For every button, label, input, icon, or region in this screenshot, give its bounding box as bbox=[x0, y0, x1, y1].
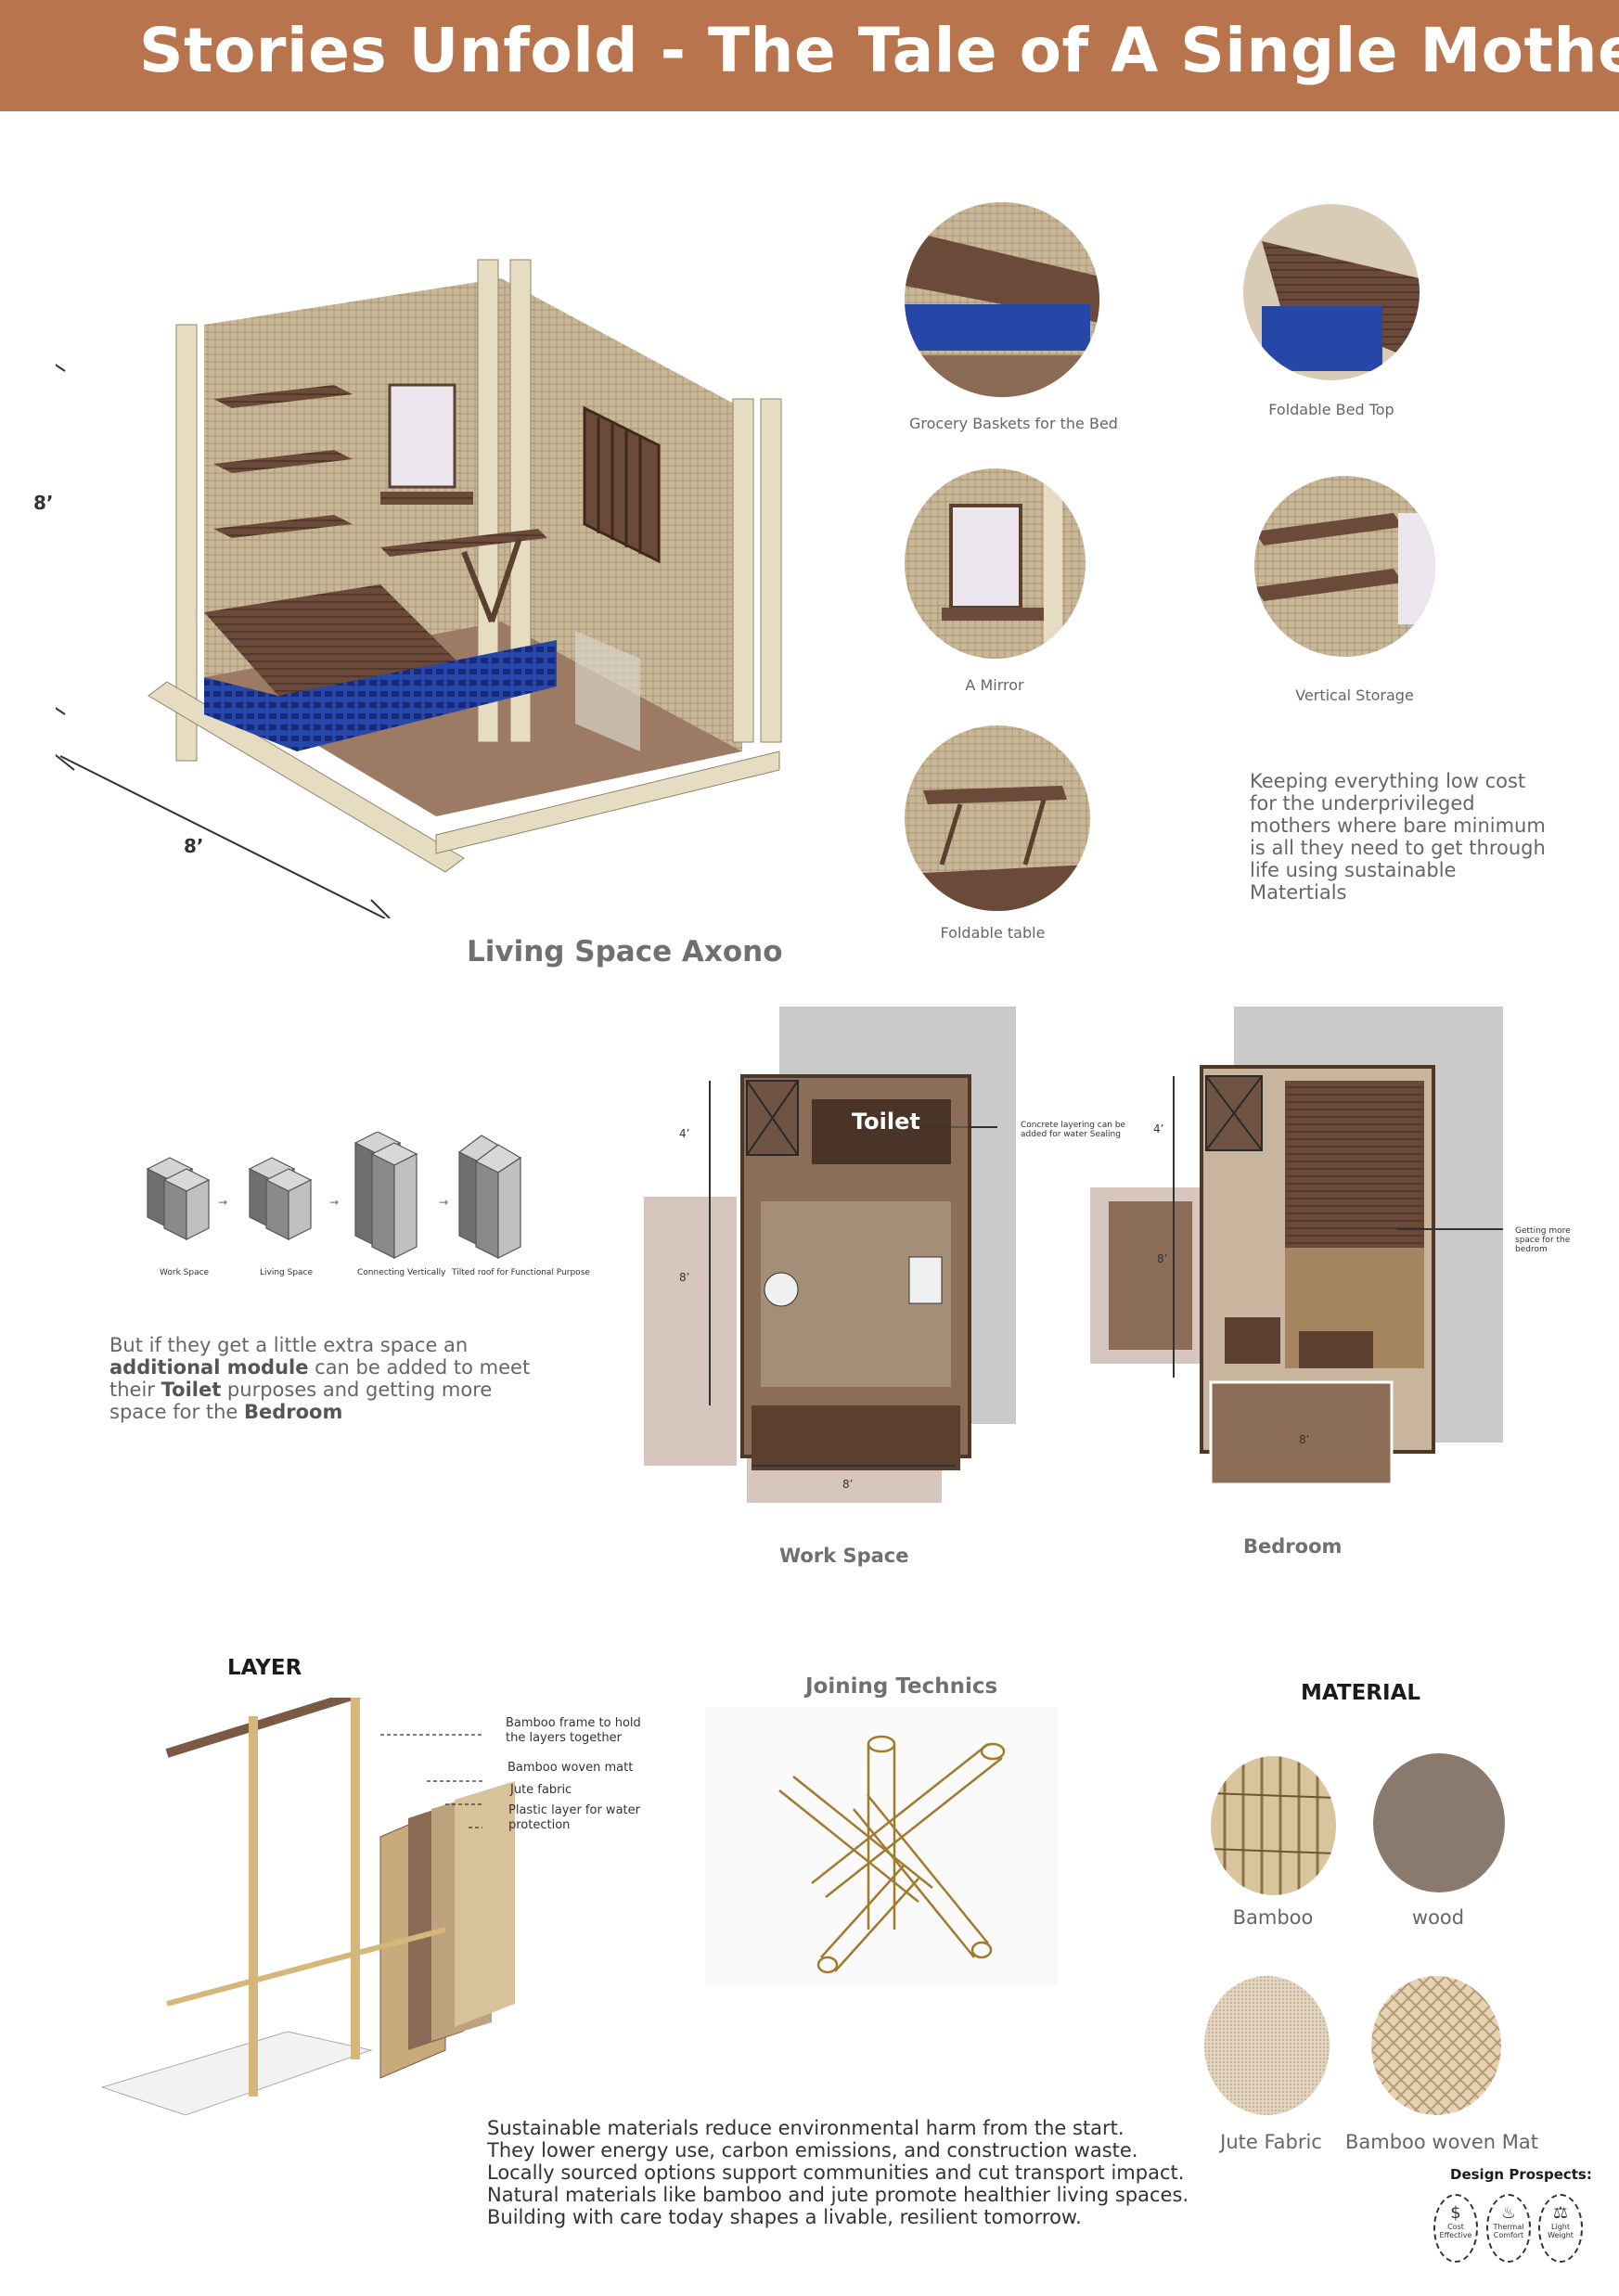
bedroom-plan bbox=[1086, 1007, 1522, 1489]
bedroom-dim-top: 4’ bbox=[1153, 1122, 1164, 1135]
material-image-bamboo bbox=[1211, 1756, 1336, 1895]
light-weight-icon: ⚖ Light Weight bbox=[1538, 2194, 1583, 2263]
bedroom-dim-mid: 8’ bbox=[1157, 1252, 1168, 1265]
material-label-wood: wood bbox=[1411, 1906, 1465, 1929]
joining-title: Joining Technics bbox=[805, 1674, 998, 1699]
bedroom-note: Getting more space for the bedrom bbox=[1515, 1226, 1571, 1254]
work-space-dim-mid: 8’ bbox=[679, 1271, 690, 1284]
feature-label-grocery-baskets: Grocery Baskets for the Bed bbox=[909, 415, 1118, 432]
feature-label-foldable-table: Foldable table bbox=[940, 924, 1046, 942]
bedroom-dim-bottom: 8’ bbox=[1299, 1433, 1310, 1446]
work-space-plan bbox=[640, 1007, 1039, 1507]
layer-title: LAYER bbox=[227, 1656, 302, 1680]
bedroom-title: Bedroom bbox=[1243, 1535, 1343, 1558]
title-banner bbox=[0, 0, 1619, 111]
cost-effective-icon: $ Cost Effective bbox=[1433, 2194, 1478, 2263]
layer-exploded-diagram bbox=[102, 1698, 622, 2124]
material-image-bamboo-woven-mat bbox=[1371, 1976, 1501, 2115]
module-step-work-space: Work Space bbox=[160, 1268, 210, 1277]
layer-label-bamboo-frame: Bamboo frame to hold the layers together bbox=[506, 1716, 641, 1745]
material-title: MATERIAL bbox=[1301, 1681, 1421, 1705]
svg-text:→: → bbox=[439, 1196, 448, 1209]
joining-diagram bbox=[705, 1707, 1058, 1985]
axono-title: Living Space Axono bbox=[467, 935, 783, 968]
material-label-jute-fabric: Jute Fabric bbox=[1220, 2131, 1322, 2153]
thermal-comfort-icon: ♨ Thermal Comfort bbox=[1486, 2194, 1531, 2263]
layer-label-plastic-layer: Plastic layer for water protection bbox=[508, 1803, 640, 1832]
work-space-dim-top: 4’ bbox=[679, 1127, 690, 1140]
living-space-axono-drawing bbox=[56, 232, 816, 918]
feature-label-mirror: A Mirror bbox=[965, 676, 1024, 694]
axono-width-dimension: 8’ bbox=[184, 835, 204, 857]
axono-height-dimension: 8’ bbox=[33, 492, 54, 514]
material-image-wood bbox=[1373, 1753, 1505, 1892]
feature-image-mirror bbox=[905, 468, 1086, 659]
feature-image-foldable-table bbox=[905, 725, 1090, 911]
toilet-label: Toilet bbox=[852, 1109, 920, 1135]
layer-label-bamboo-woven-matt: Bamboo woven matt bbox=[508, 1761, 634, 1775]
sustainability-text: Sustainable materials reduce environment… bbox=[487, 2117, 1189, 2228]
module-step-living-space: Living Space bbox=[260, 1268, 314, 1277]
design-prospects-title: Design Prospects: bbox=[1450, 2166, 1592, 2183]
feature-image-grocery-baskets bbox=[905, 202, 1099, 397]
svg-text:→: → bbox=[329, 1196, 339, 1209]
material-image-jute-fabric bbox=[1204, 1976, 1330, 2115]
feature-image-vertical-storage bbox=[1254, 476, 1435, 657]
svg-text:→: → bbox=[218, 1196, 227, 1209]
module-description: But if they get a little extra space an … bbox=[109, 1334, 531, 1423]
page-title: Stories Unfold - The Tale of A Single Mo… bbox=[139, 15, 1619, 86]
feature-image-foldable-bed-top bbox=[1243, 204, 1420, 380]
material-label-bamboo: Bamboo bbox=[1232, 1906, 1314, 1929]
low-cost-description: Keeping everything low cost for the unde… bbox=[1250, 770, 1546, 904]
feature-label-vertical-storage: Vertical Storage bbox=[1295, 686, 1414, 704]
module-step-connecting-vertically: Connecting Vertically bbox=[357, 1268, 446, 1277]
layer-label-jute-fabric: Jute fabric bbox=[510, 1783, 572, 1797]
work-space-note: Concrete layering can be added for water… bbox=[1021, 1121, 1126, 1139]
work-space-title: Work Space bbox=[779, 1545, 909, 1567]
feature-label-foldable-bed-top: Foldable Bed Top bbox=[1268, 401, 1394, 418]
module-progression-diagram: → → → bbox=[144, 1132, 580, 1271]
module-step-tilted-roof: Tilted roof for Functional Purpose bbox=[452, 1268, 590, 1277]
work-space-dim-bottom: 8’ bbox=[842, 1478, 854, 1491]
material-label-bamboo-woven-mat: Bamboo woven Mat bbox=[1345, 2131, 1539, 2153]
